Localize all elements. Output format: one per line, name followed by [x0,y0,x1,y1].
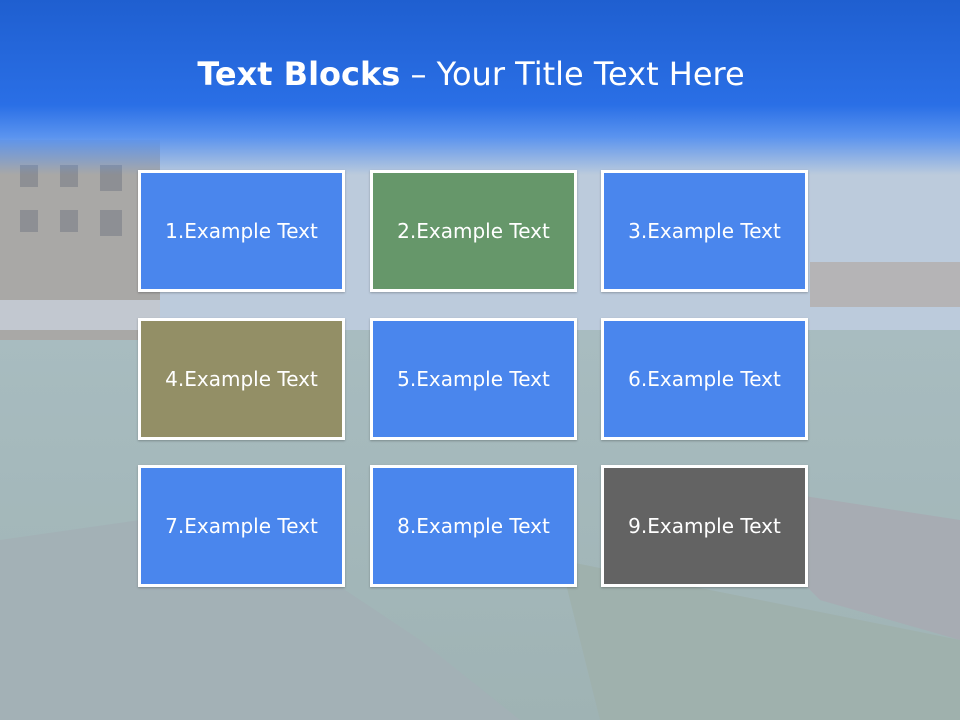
title-bar [0,0,960,175]
text-block-9[interactable]: 9.Example Text [601,465,808,587]
text-block-8[interactable]: 8.Example Text [370,465,577,587]
text-block-label: 6.Example Text [628,367,781,391]
text-block-6[interactable]: 6.Example Text [601,318,808,440]
text-block-7[interactable]: 7.Example Text [138,465,345,587]
text-block-label: 9.Example Text [628,514,781,538]
text-block-label: 3.Example Text [628,219,781,243]
text-block-label: 4.Example Text [165,367,318,391]
slide-title: Text Blocks – Your Title Text Here [0,52,942,96]
title-rest: Your Title Text Here [436,55,745,93]
text-block-2[interactable]: 2.Example Text [370,170,577,292]
title-dash: – [400,55,437,93]
text-block-5[interactable]: 5.Example Text [370,318,577,440]
text-block-grid: 1.Example Text 2.Example Text 3.Example … [138,170,816,594]
text-block-label: 8.Example Text [397,514,550,538]
text-block-label: 5.Example Text [397,367,550,391]
text-block-1[interactable]: 1.Example Text [138,170,345,292]
text-block-label: 1.Example Text [165,219,318,243]
text-block-label: 2.Example Text [397,219,550,243]
title-strong: Text Blocks [197,55,401,93]
text-block-label: 7.Example Text [165,514,318,538]
text-block-3[interactable]: 3.Example Text [601,170,808,292]
text-block-4[interactable]: 4.Example Text [138,318,345,440]
